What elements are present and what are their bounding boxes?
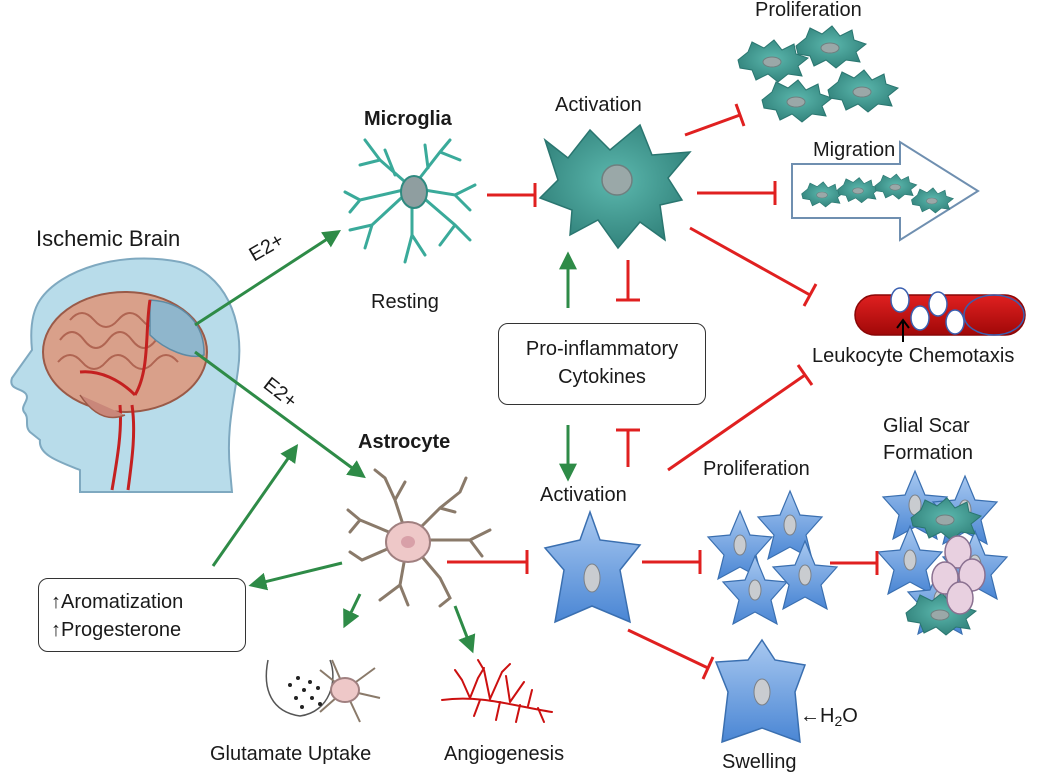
- activation-arrows: [194, 230, 577, 654]
- inhibition-arrows: [447, 103, 879, 680]
- microglia-label: Microglia: [364, 108, 452, 130]
- pro-inflammatory-cytokines-box: Pro-inflammatory Cytokines: [498, 323, 706, 405]
- water-influx-label: ←H2O: [800, 706, 858, 728]
- ischemic-brain-label: Ischemic Brain: [36, 226, 181, 251]
- activated-astrocyte-cell: [543, 509, 642, 624]
- cytokines-line1: Pro-inflammatory: [525, 338, 679, 360]
- swollen-astrocyte-cell: [714, 638, 807, 744]
- proliferating-microglia-cluster: [737, 25, 899, 123]
- migration-label: Migration: [813, 139, 896, 161]
- glutamate-uptake-illustration: [265, 659, 381, 723]
- glial-scar-label-line2: Formation: [883, 442, 974, 464]
- microglia-activation-label: Activation: [555, 94, 642, 116]
- ischemic-brain-illustration: [10, 257, 241, 493]
- leukocyte-chemotaxis-label: Leukocyte Chemotaxis: [812, 345, 1015, 367]
- resting-label: Resting: [371, 291, 439, 313]
- glutamate-uptake-label: Glutamate Uptake: [210, 743, 372, 765]
- blood-vessel-leukocytes: [854, 287, 1026, 342]
- astrocyte-activation-label: Activation: [540, 484, 627, 506]
- angiogenesis-vessels: [441, 659, 553, 723]
- proliferating-astrocytes-cluster: [707, 490, 838, 625]
- angiogenesis-label: Angiogenesis: [444, 743, 565, 765]
- proliferation-top-label: Proliferation: [755, 0, 862, 21]
- water-prefix: ←H: [800, 705, 835, 727]
- aromatization-progesterone-box: ↑Aromatization ↑Progesterone: [38, 578, 246, 652]
- glial-scar-label-line1: Glial Scar: [883, 415, 970, 437]
- water-suffix: O: [842, 705, 858, 727]
- aromatization-line: ↑Aromatization: [51, 591, 184, 613]
- proliferation-bottom-label: Proliferation: [703, 458, 810, 480]
- activated-microglia-cell: [538, 123, 692, 250]
- migration-arrow: [791, 140, 980, 242]
- progesterone-line: ↑Progesterone: [51, 619, 182, 641]
- cytokines-line2: Cytokines: [558, 366, 646, 388]
- resting-microglia-cell: [343, 138, 477, 264]
- swelling-label: Swelling: [722, 751, 797, 773]
- astrocyte-cell: [346, 468, 492, 608]
- astrocyte-label: Astrocyte: [358, 431, 451, 453]
- glial-scar-cluster: [877, 470, 1008, 636]
- water-subscript: 2: [834, 713, 843, 729]
